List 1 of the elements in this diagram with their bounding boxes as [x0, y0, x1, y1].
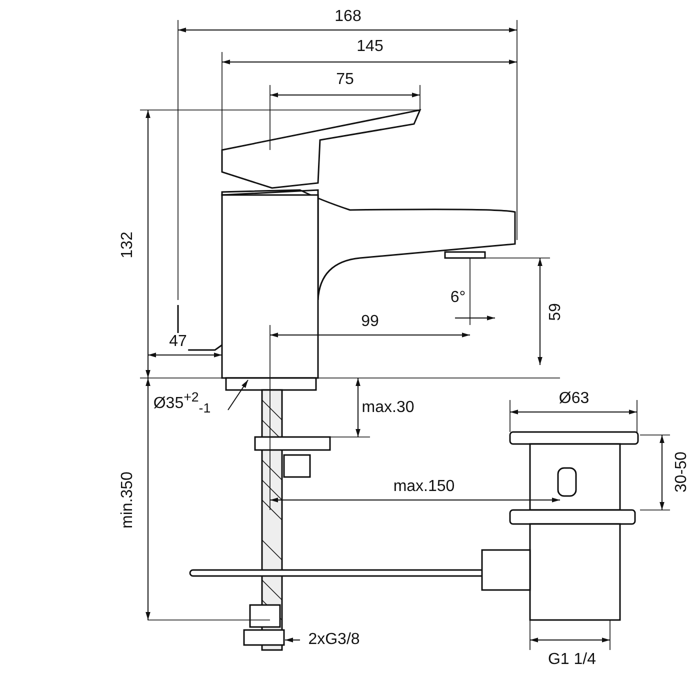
dimension-label: 47 [168, 333, 188, 351]
